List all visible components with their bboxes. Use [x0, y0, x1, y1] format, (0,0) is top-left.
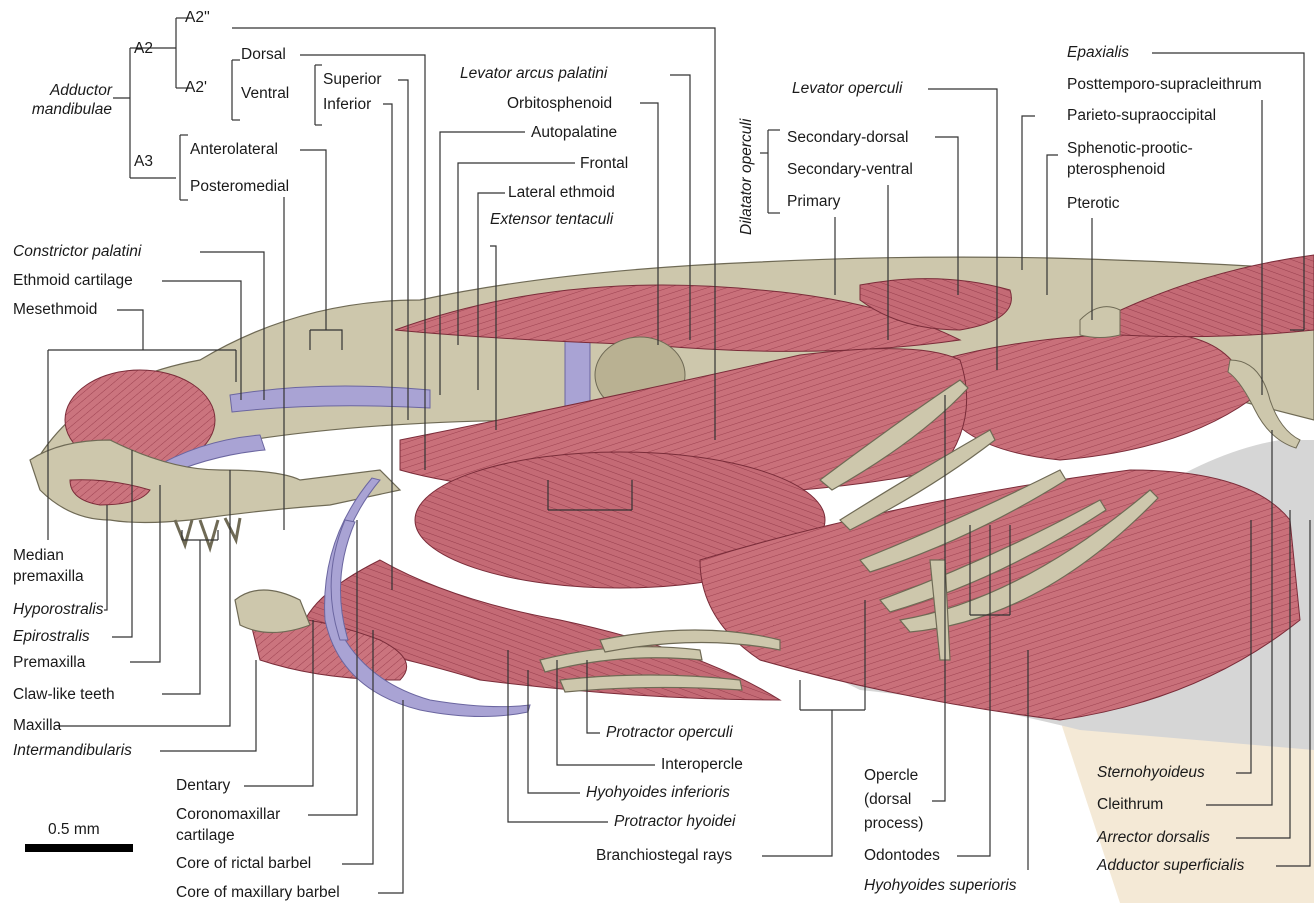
label-anterolateral: Anterolateral [190, 141, 278, 159]
label-hyohyoides-inferioris: Hyohyoides inferioris [586, 784, 730, 802]
label-mesethmoid: Mesethmoid [13, 301, 97, 319]
label-extensor-tentaculi: Extensor tentaculi [490, 211, 613, 229]
label-opercle-3: process) [864, 815, 923, 833]
dentary-bone [235, 590, 310, 633]
label-branchiostegal-rays: Branchiostegal rays [596, 847, 732, 865]
label-dentary: Dentary [176, 777, 230, 795]
label-superior: Superior [323, 71, 382, 89]
label-dilatator-operculi: Dilatator operculi [738, 119, 756, 235]
label-adductor-mandibulae-2: mandibulae [20, 101, 112, 119]
label-sphenotic-2: pterosphenoid [1067, 161, 1165, 179]
label-a2pp: A2'' [185, 9, 210, 27]
label-epirostralis: Epirostralis [13, 628, 90, 646]
label-opercle-2: (dorsal [864, 791, 911, 809]
label-median-premaxilla-1: Median [13, 547, 64, 565]
label-coronomaxillar-1: Coronomaxillar [176, 806, 280, 824]
label-frontal: Frontal [580, 155, 628, 173]
label-autopalatine: Autopalatine [531, 124, 617, 142]
label-sternohyoideus: Sternohyoideus [1097, 764, 1205, 782]
label-claw-like-teeth: Claw-like teeth [13, 686, 115, 704]
label-posttemporo-supracleithrum: Posttemporo-supracleithrum [1067, 76, 1262, 94]
label-protractor-operculi: Protractor operculi [606, 724, 733, 742]
label-sphenotic-1: Sphenotic-prootic- [1067, 140, 1193, 158]
label-coronomaxillar-2: cartilage [176, 827, 235, 845]
label-opercle-1: Opercle [864, 767, 918, 785]
label-odontodes: Odontodes [864, 847, 940, 865]
label-adductor-mandibulae-1: Adductor [20, 82, 112, 100]
label-maxilla: Maxilla [13, 717, 61, 735]
label-core-maxillary-barbel: Core of maxillary barbel [176, 884, 340, 902]
label-a2p: A2' [185, 79, 207, 97]
label-secondary-ventral: Secondary-ventral [787, 161, 913, 179]
label-dorsal: Dorsal [241, 46, 286, 64]
label-inferior: Inferior [323, 96, 371, 114]
label-pterotic: Pterotic [1067, 195, 1120, 213]
label-constrictor-palatini: Constrictor palatini [13, 243, 141, 261]
label-median-premaxilla-2: premaxilla [13, 568, 84, 586]
label-premaxilla: Premaxilla [13, 654, 85, 672]
label-intermandibularis: Intermandibularis [13, 742, 132, 760]
label-cleithrum: Cleithrum [1097, 796, 1163, 814]
label-secondary-dorsal: Secondary-dorsal [787, 129, 908, 147]
label-hyohyoides-superioris: Hyohyoides superioris [864, 877, 1017, 895]
label-adductor-superficialis: Adductor superficialis [1097, 857, 1244, 875]
label-ventral: Ventral [241, 85, 289, 103]
label-hyporostralis: Hyporostralis [13, 601, 103, 619]
label-posteromedial: Posteromedial [190, 178, 289, 196]
scale-bar [25, 844, 133, 852]
label-orbitosphenoid: Orbitosphenoid [507, 95, 612, 113]
label-primary: Primary [787, 193, 840, 211]
label-levator-arcus-palatini: Levator arcus palatini [460, 65, 607, 83]
label-interopercle: Interopercle [661, 756, 743, 774]
label-arrector-dorsalis: Arrector dorsalis [1097, 829, 1210, 847]
label-a2: A2 [134, 40, 153, 58]
label-lateral-ethmoid: Lateral ethmoid [508, 184, 615, 202]
label-core-rictal-barbel: Core of rictal barbel [176, 855, 311, 873]
label-parieto-supraoccipital: Parieto-supraoccipital [1067, 107, 1216, 125]
scale-label: 0.5 mm [48, 821, 100, 839]
label-ethmoid-cartilage: Ethmoid cartilage [13, 272, 133, 290]
label-a3: A3 [134, 153, 153, 171]
label-levator-operculi: Levator operculi [792, 80, 902, 98]
label-protractor-hyoidei: Protractor hyoidei [614, 813, 735, 831]
label-epaxialis: Epaxialis [1067, 44, 1129, 62]
